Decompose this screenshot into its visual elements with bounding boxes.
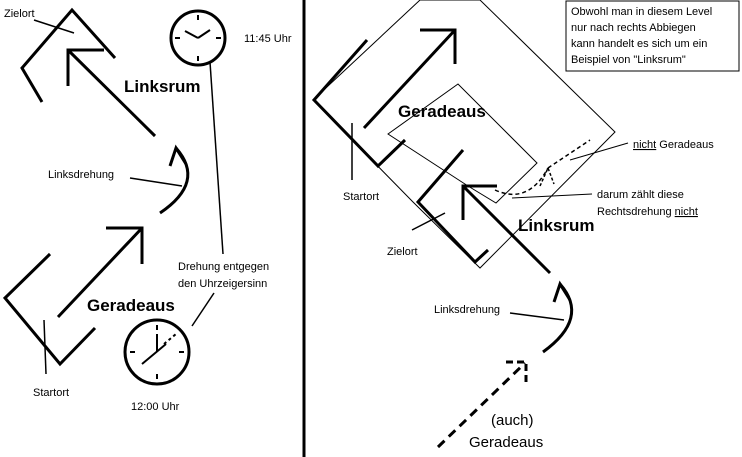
linksdrehung-pointer-line-right	[509, 312, 565, 321]
linksrum-label-right: Linksrum	[518, 216, 595, 235]
darum-line-2-prefix: Rechtsdrehung	[597, 206, 675, 218]
linksrum-arrow-shaft	[66, 48, 157, 138]
geradeaus-suffix: Geradeaus	[656, 139, 714, 151]
clock-1200-icon	[123, 318, 191, 386]
linksdrehung-arrowhead-right	[552, 280, 572, 303]
note-line-4: Beispiel von "Linksrum"	[571, 54, 686, 66]
geradeaus-arrow-shaft-right	[362, 28, 457, 130]
linksrum-arrowhead	[66, 48, 104, 86]
linksdrehung-label-right: Linksdrehung	[434, 304, 500, 316]
zielort-label-left: Zielort	[4, 8, 35, 20]
drehung-label-line1: Drehung entgegen	[178, 261, 269, 273]
auch-label: (auch)	[491, 412, 534, 429]
darum-line-1: darum zählt diese	[597, 189, 684, 201]
darum-nicht-word: nicht	[675, 206, 698, 218]
note-box	[565, 0, 740, 72]
startort-label-right: Startort	[343, 191, 379, 203]
outer-outline-shape	[312, 0, 616, 269]
destination-hook-shape	[20, 7, 117, 103]
time-1200-label: 12:00 Uhr	[131, 401, 180, 413]
auch-geradeaus-dashed-arrowhead	[506, 360, 528, 383]
nicht-word: nicht	[633, 139, 656, 151]
startort-pointer-line-left	[43, 319, 47, 375]
geradeaus-label-left: Geradeaus	[87, 296, 175, 315]
linksdrehung-label-left: Linksdrehung	[48, 169, 114, 181]
destination-hook-shape-right	[415, 149, 490, 265]
zielort-pointer-line-right	[411, 212, 446, 231]
geradeaus-arrow-shaft-left	[56, 226, 144, 319]
zielort-pointer-line	[33, 19, 75, 34]
drehung-pointer-line	[191, 292, 215, 327]
linksrum-arrow-shaft-right	[461, 184, 552, 275]
geradeaus-label-bottom: Geradeaus	[469, 434, 543, 451]
start-hook-shape-right	[311, 39, 407, 169]
linksdrehung-arrowhead-left	[168, 144, 188, 167]
zielort-label-right: Zielort	[387, 246, 418, 258]
geradeaus-label-right: Geradeaus	[398, 102, 486, 121]
geradeaus-arrowhead-right	[420, 28, 457, 64]
darum-pointer-line	[511, 193, 593, 199]
drehung-label-line2: den Uhrzeigersinn	[178, 278, 267, 290]
geradeaus-arrowhead-left	[106, 226, 144, 264]
startort-label-left: Startort	[33, 387, 69, 399]
inner-outline-shape	[387, 83, 538, 204]
nicht-geradeaus-label: nicht Geradeaus	[633, 139, 714, 151]
rechtsdrehung-dashed-curve	[494, 167, 549, 195]
auch-geradeaus-dashed-arrow	[436, 361, 527, 449]
start-hook-shape	[2, 252, 97, 367]
note-line-3: kann handelt es sich um ein	[571, 38, 707, 50]
clock-connector-line	[209, 61, 224, 255]
linksrum-label-left: Linksrum	[124, 77, 201, 96]
darum-line-2: Rechtsdrehung nicht	[597, 206, 698, 218]
linksrum-arrowhead-right	[461, 184, 497, 220]
clock-1145-icon	[169, 9, 227, 67]
rechtsdrehung-dashed-arrowhead	[539, 166, 555, 187]
nicht-geradeaus-dashed-line	[547, 139, 591, 169]
note-line-2: nur nach rechts Abbiegen	[571, 22, 696, 34]
time-1145-label: 11:45 Uhr	[244, 33, 292, 45]
nicht-geradeaus-pointer	[569, 142, 629, 161]
note-line-1: Obwohl man in diesem Level	[571, 6, 712, 18]
linksdrehung-pointer-line-left	[129, 177, 183, 187]
